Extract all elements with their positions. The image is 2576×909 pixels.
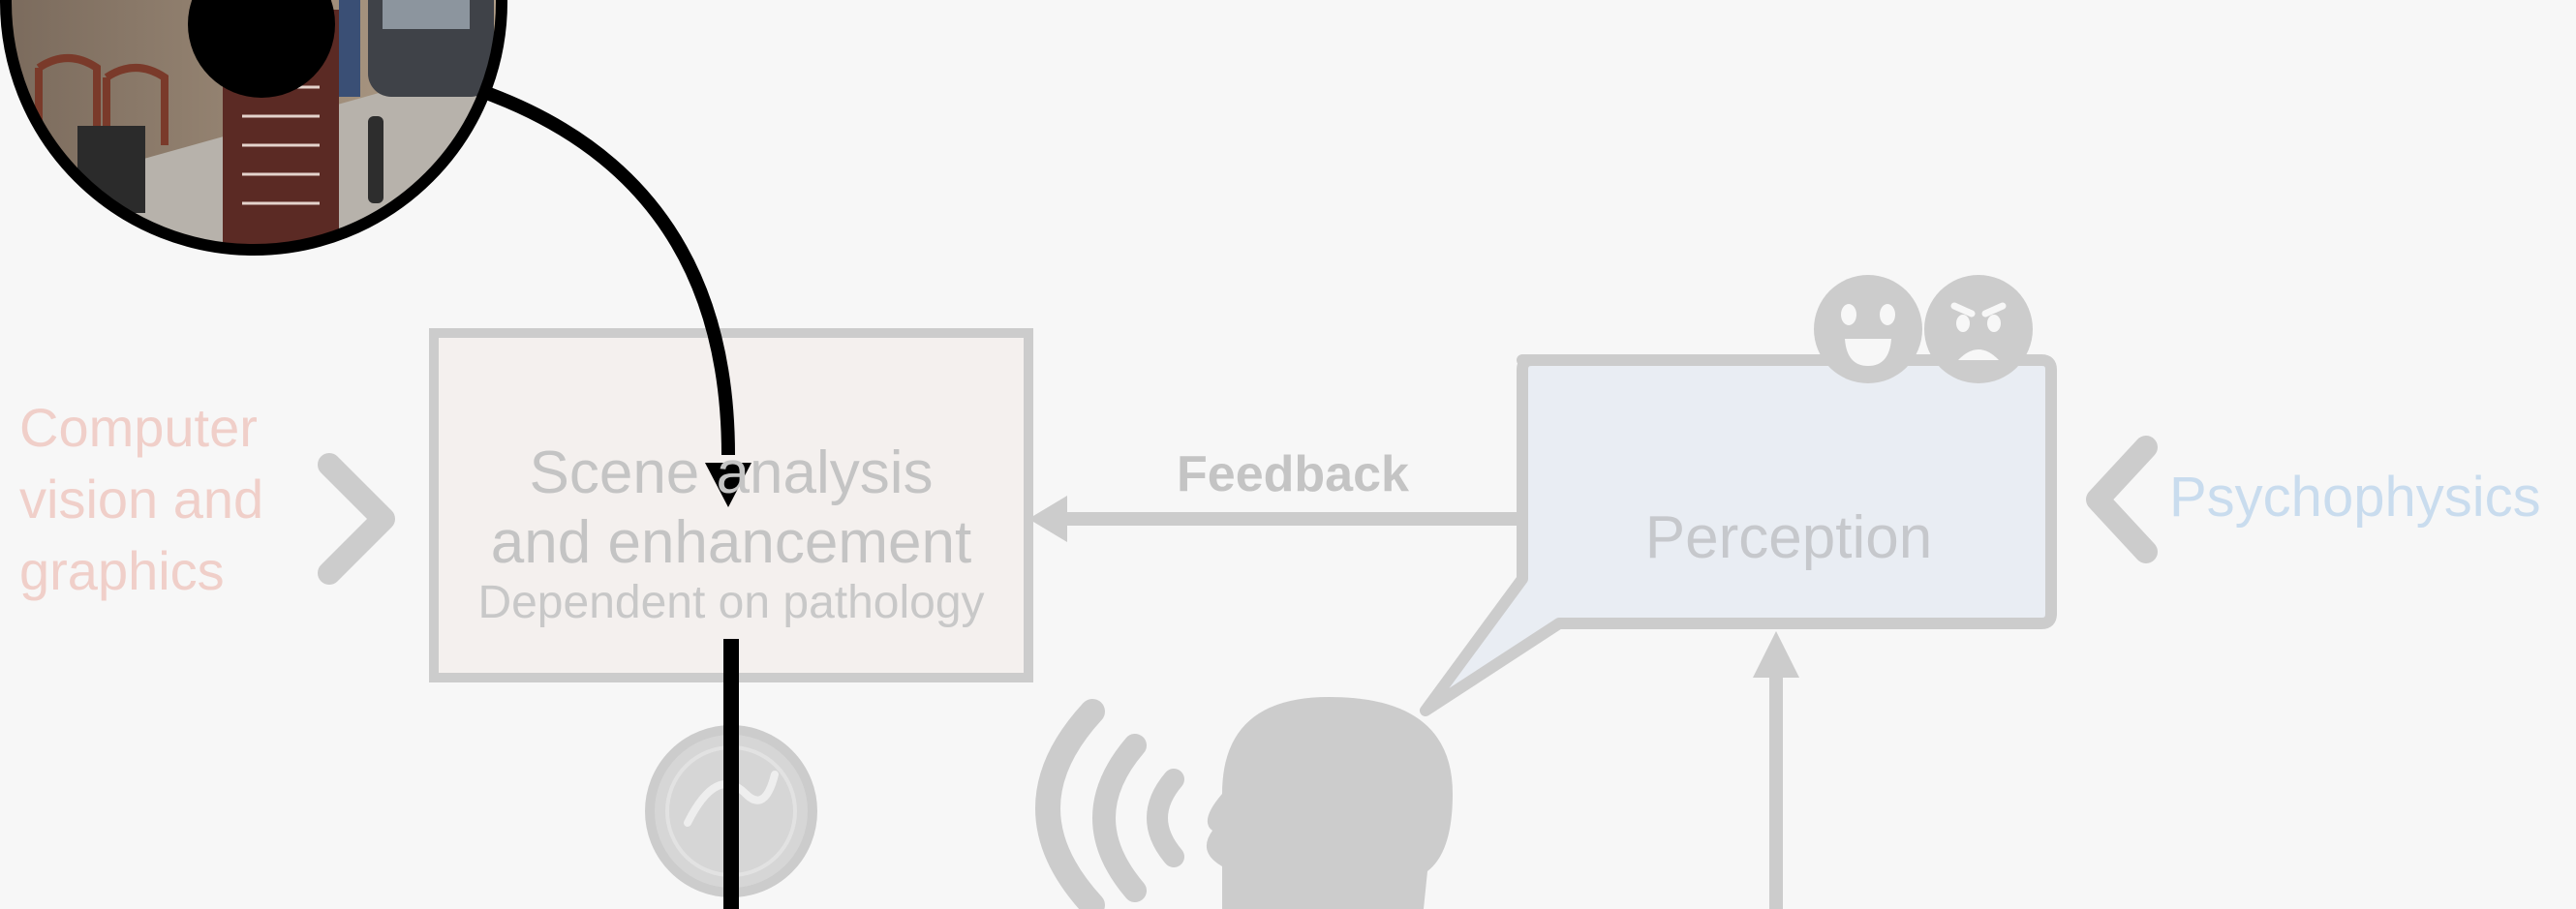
psychophysics-label: Psychophysics (2169, 466, 2541, 529)
perception-label: Perception (1644, 504, 1933, 571)
feedback-label: Feedback (1177, 446, 1409, 502)
highlight-input-path (486, 87, 735, 456)
feedback-arrowhead (1028, 496, 1067, 542)
input-arrowhead (1753, 631, 1799, 678)
scene-analysis-subtitle: Dependent on pathology (477, 577, 985, 628)
frowning-face-icon (1924, 275, 2033, 383)
speaking-head-icon (1206, 697, 1453, 909)
chevron-right-icon (318, 453, 395, 585)
perception-bubble (1420, 354, 2057, 716)
smiling-face-icon (1814, 275, 1922, 383)
scene-analysis-title: Scene analysis and enhancement (490, 439, 972, 576)
computer-vision-label: Computer vision and graphics (19, 397, 264, 601)
sound-waves-icon (1035, 699, 1184, 909)
gaze-marker-dot (188, 0, 335, 98)
chevron-left-icon (2086, 436, 2158, 563)
highlight-arrowhead (705, 463, 751, 507)
